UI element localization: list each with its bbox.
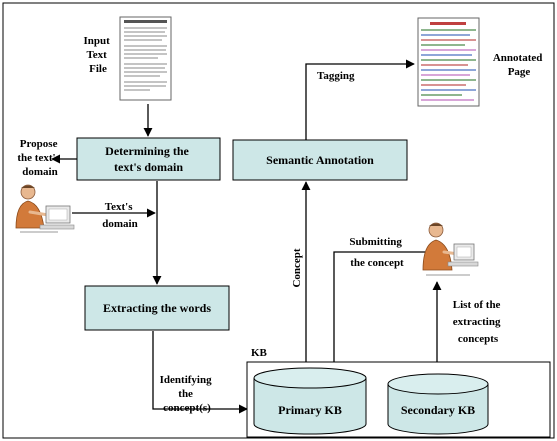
propose-domain-line-2: the text's (17, 152, 60, 164)
person-at-computer-icon (15, 184, 75, 233)
input-text-file-line-3: File (89, 63, 107, 75)
person-at-computer-icon (422, 222, 479, 276)
annotated-page-label: Annotated Page (493, 52, 545, 78)
determining-domain-box: Determining the text's domain (76, 137, 221, 181)
identifying-line-3: concept(s) (163, 402, 211, 414)
list-extracting-line-3: concepts (458, 333, 499, 345)
input-text-file-line-2: Text (86, 49, 107, 61)
texts-domain-label: Text's domain (102, 201, 137, 230)
propose-domain-line-1: Propose (20, 138, 58, 150)
list-extracting-label: List of the extracting concepts (453, 299, 503, 345)
input-text-file-label: Input Text File (83, 35, 112, 75)
semantic-annotation-box: Semantic Annotation (232, 139, 408, 181)
annotated-document-icon (417, 17, 480, 107)
tagging-arrow (305, 59, 415, 140)
svg-text:Determining the text's d: Determining the text's domain (105, 144, 192, 174)
texts-domain-line-2: domain (102, 218, 137, 230)
submitting-concept-label: Submitting the concept (349, 236, 404, 269)
propose-domain-label: Propose the text's domain (17, 138, 62, 178)
propose-domain-line-3: domain (22, 166, 57, 178)
submitting-concept-arrow (329, 251, 425, 375)
identifying-concepts-arrow (152, 331, 248, 414)
primary-kb-cylinder: Primary KB (253, 367, 367, 435)
annotated-page-line-1: Annotated (493, 52, 543, 64)
primary-kb-label: Primary KB (278, 403, 342, 417)
tagging-label: Tagging (317, 70, 355, 82)
identifying-line-2: the (178, 388, 193, 400)
concept-label: Concept (291, 248, 303, 287)
kb-label: KB (251, 347, 268, 359)
input-text-file-line-1: Input (83, 35, 110, 47)
secondary-kb-label: Secondary KB (401, 403, 475, 417)
list-extracting-line-2: extracting (453, 316, 501, 328)
semantic-annotation-label: Semantic Annotation (266, 153, 374, 167)
determining-domain-line-1: Determining the (105, 144, 189, 158)
extracting-words-label: Extracting the words (103, 301, 211, 315)
document-icon (119, 16, 172, 101)
identifying-concepts-label: Identifying the concept(s) (160, 374, 215, 414)
determining-domain-line-2: text's domain (114, 160, 183, 174)
submitting-line-2: the concept (350, 257, 404, 269)
submitting-line-1: Submitting (349, 236, 402, 248)
identifying-line-1: Identifying (160, 374, 212, 386)
list-extracting-line-1: List of the (453, 299, 501, 311)
annotated-page-line-2: Page (508, 66, 531, 78)
extracting-words-box: Extracting the words (84, 285, 230, 331)
secondary-kb-cylinder: Secondary KB (387, 373, 489, 435)
texts-domain-line-1: Text's (105, 201, 133, 213)
